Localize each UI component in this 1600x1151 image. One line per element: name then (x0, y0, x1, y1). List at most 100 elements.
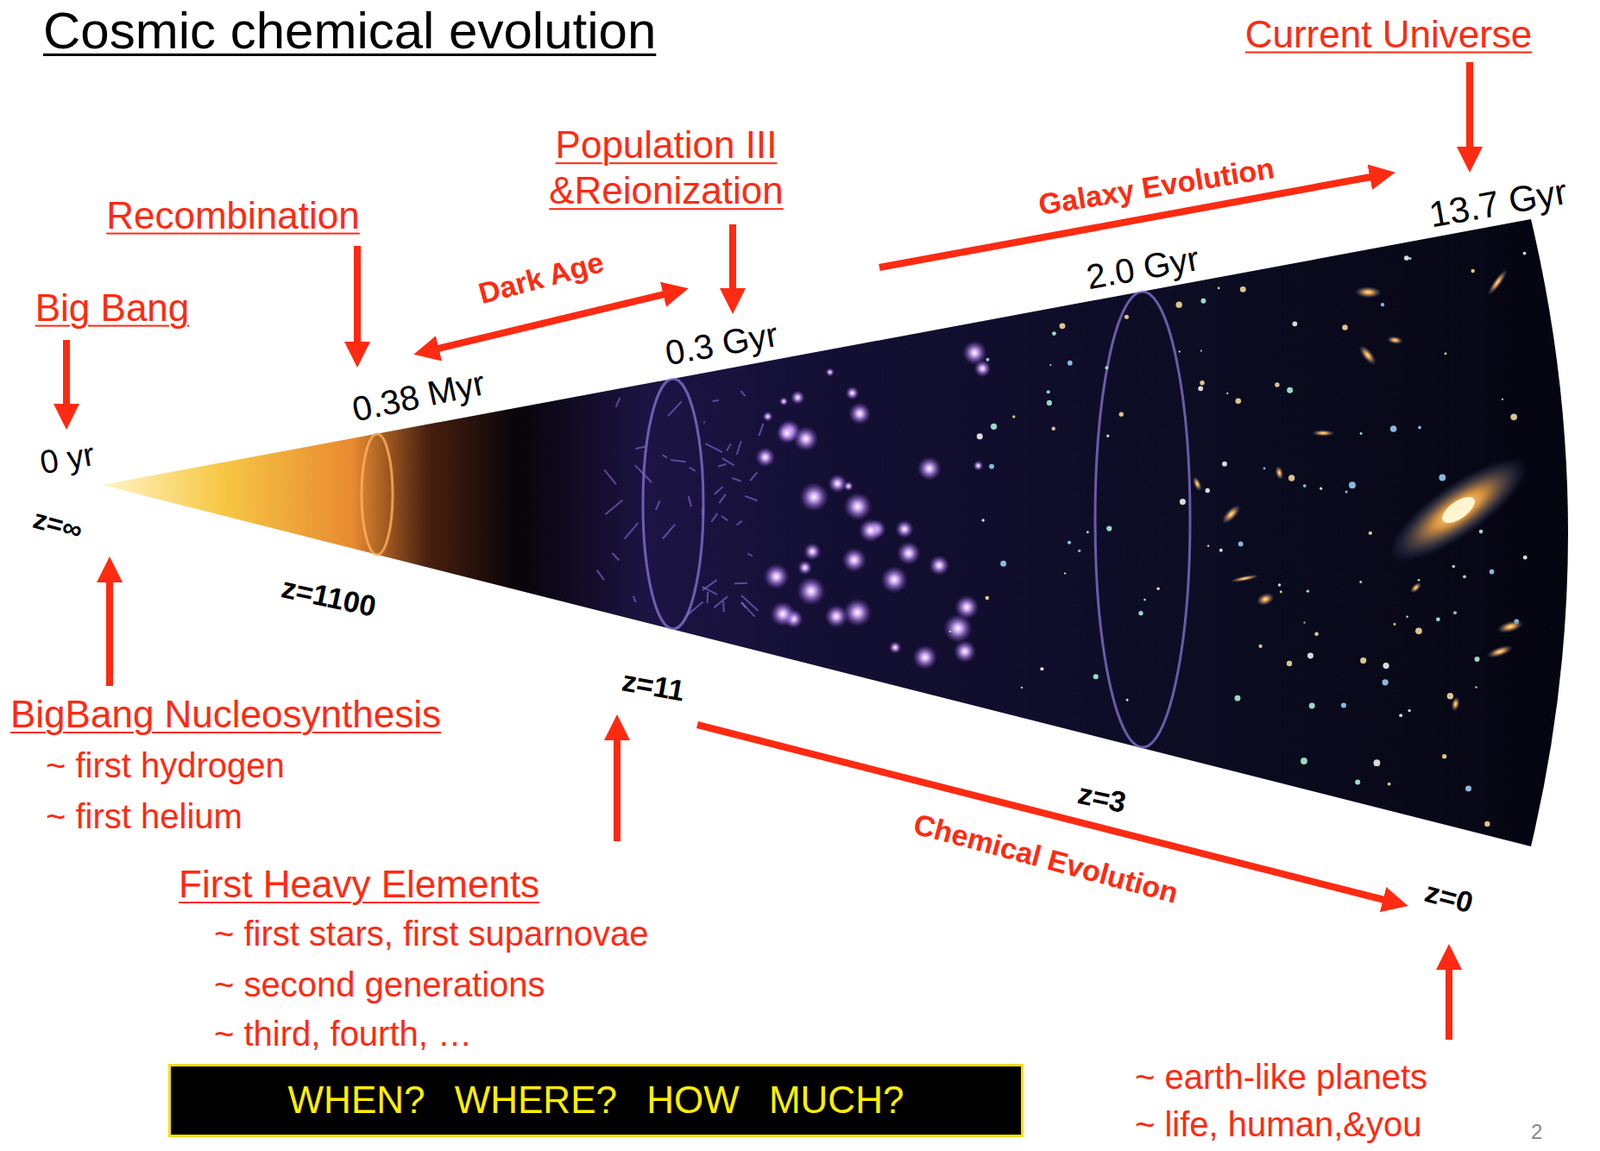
galaxy-core (1437, 491, 1480, 529)
red-arrows (66, 62, 1470, 1040)
arrow-label: Chemical Evolution (909, 806, 1182, 911)
protogalaxy (880, 566, 908, 594)
star (1523, 555, 1528, 561)
protogalaxy (779, 396, 788, 406)
filament (726, 443, 731, 451)
filament (741, 602, 755, 617)
star (1303, 484, 1307, 488)
star (1404, 255, 1410, 261)
protogalaxy (953, 640, 977, 663)
star (985, 596, 990, 601)
star (1217, 287, 1221, 290)
star (1484, 821, 1490, 827)
star (1067, 360, 1073, 366)
star (1387, 782, 1392, 787)
star (1417, 426, 1422, 430)
filament (655, 500, 661, 511)
protogalaxy (888, 641, 902, 655)
star (1119, 412, 1124, 417)
small-galaxy (1495, 617, 1525, 637)
question-text: WHEN? WHERE? HOW MUCH? (288, 1077, 905, 1124)
star (1341, 324, 1348, 330)
filament (667, 401, 682, 416)
protogalaxy (828, 473, 848, 493)
star (1126, 699, 1129, 702)
note-item: ~ first stars, first suparnovae (214, 913, 649, 955)
protogalaxy (896, 541, 920, 565)
era-heading: First Heavy Elements (178, 862, 540, 908)
star (1309, 703, 1316, 710)
star (1234, 397, 1241, 404)
filament (713, 596, 728, 608)
spiral-galaxy (1376, 441, 1541, 579)
filament (747, 553, 753, 556)
filament (686, 602, 703, 617)
star (1104, 365, 1109, 370)
star (1207, 544, 1210, 548)
redshift-label: z=3 (1074, 775, 1129, 820)
filament (635, 465, 652, 483)
star (1258, 644, 1262, 649)
star (1359, 580, 1362, 584)
protogalaxy (843, 598, 872, 627)
filament (633, 596, 637, 603)
star (1510, 414, 1518, 422)
star (1263, 467, 1267, 471)
star (1278, 583, 1281, 586)
universe-cone (101, 219, 1569, 847)
star (1288, 474, 1295, 481)
note-item: ~ second generations (214, 963, 546, 1006)
filament (712, 400, 719, 402)
star (1051, 426, 1056, 430)
star (1179, 498, 1186, 505)
star (1077, 549, 1081, 553)
filament (604, 500, 623, 516)
star (1286, 661, 1292, 667)
note-item: ~ first helium (45, 795, 243, 838)
filament (741, 595, 759, 612)
star (1436, 617, 1441, 622)
star (1447, 692, 1454, 700)
star (1106, 525, 1112, 531)
galaxy-disk (1376, 441, 1541, 579)
arrow-label: Galaxy Evolution (1036, 150, 1278, 222)
star (1380, 302, 1385, 307)
filament (737, 440, 742, 455)
filament (604, 469, 617, 485)
star (1382, 679, 1389, 686)
small-galaxy (1218, 502, 1244, 528)
star (1453, 611, 1457, 615)
star (1086, 530, 1090, 534)
star (1306, 589, 1310, 593)
star (1197, 385, 1204, 391)
star-field (597, 251, 1528, 827)
filament (737, 521, 743, 526)
star (1373, 759, 1381, 767)
star (1479, 529, 1484, 535)
filament (718, 464, 726, 467)
protogalaxy (943, 613, 973, 643)
star (1000, 560, 1007, 567)
star (1405, 616, 1409, 619)
star (1067, 541, 1071, 545)
filament (701, 509, 704, 517)
star (985, 358, 989, 362)
era-heading: Recombination (106, 193, 360, 240)
protogalaxy (917, 456, 942, 481)
filament (758, 423, 763, 436)
star (988, 464, 995, 470)
heavy-elements-arrow (613, 724, 621, 842)
filament (635, 447, 646, 450)
small-galaxy (1190, 475, 1204, 493)
big-bang-arrow (62, 340, 70, 420)
protogalaxy (928, 554, 950, 576)
protogalaxy (842, 548, 868, 574)
star (1470, 269, 1475, 273)
star (1143, 598, 1147, 602)
star (1012, 415, 1015, 418)
star (1444, 352, 1448, 355)
protogalaxy (912, 644, 938, 670)
star (1341, 702, 1347, 708)
protogalaxy (894, 519, 914, 539)
